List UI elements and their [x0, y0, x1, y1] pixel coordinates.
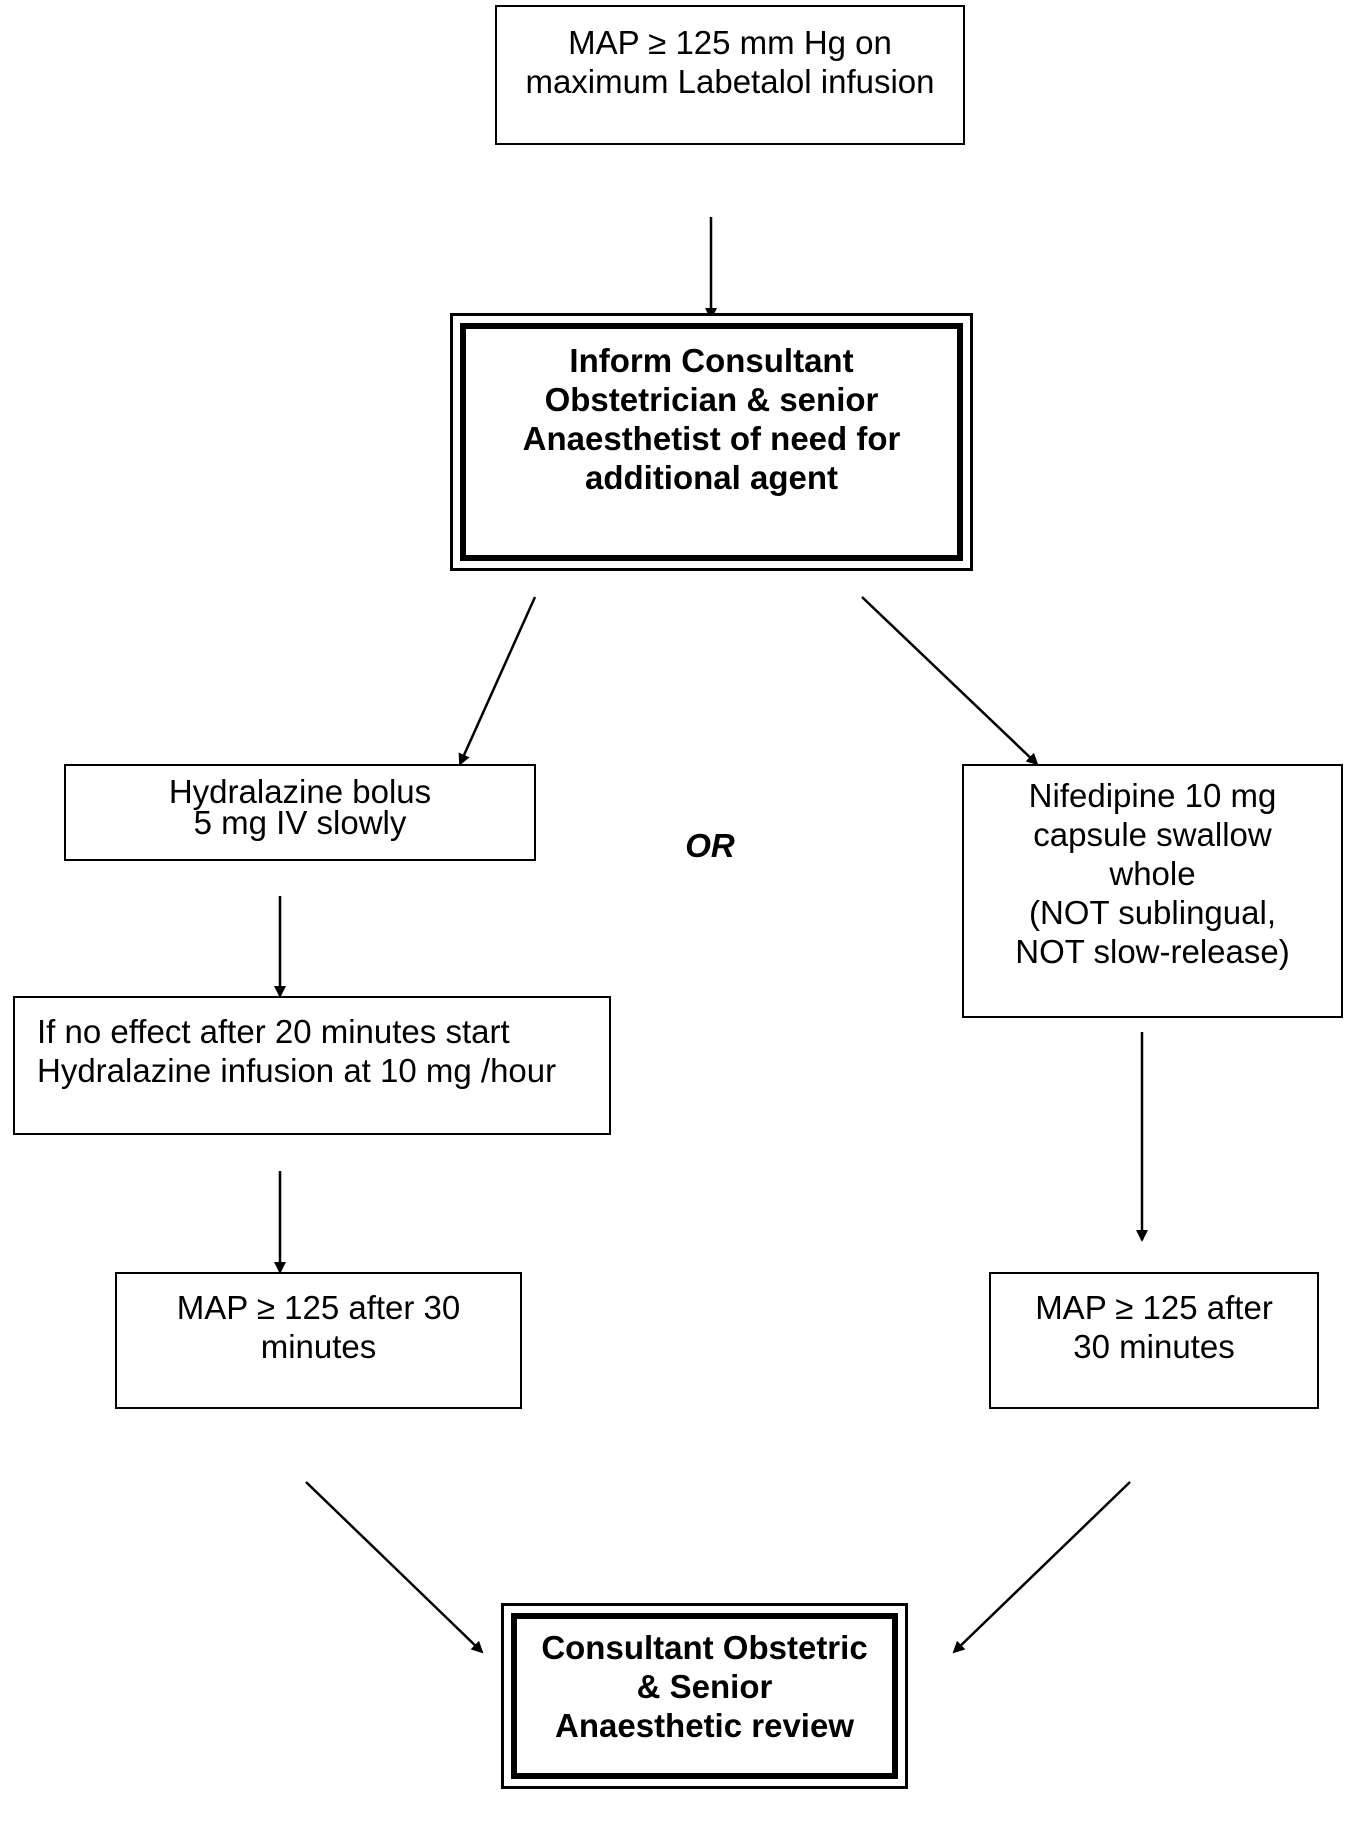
consultant-review-inner-border [511, 1613, 898, 1779]
consultant-review-box: Consultant Obstetric & Senior Anaestheti… [501, 1603, 908, 1789]
inform-consultant-inner-border [460, 323, 963, 561]
start-box: MAP ≥ 125 mm Hg on maximum Labetalol inf… [495, 5, 965, 145]
map-right-text: MAP ≥ 125 after 30 minutes [1035, 1289, 1273, 1365]
start-box-text: MAP ≥ 125 mm Hg on maximum Labetalol inf… [525, 24, 935, 100]
hydralazine-infusion-text: If no effect after 20 minutes start Hydr… [37, 1013, 557, 1089]
arrow-inform-to-hydralazine [458, 596, 537, 766]
inform-consultant-text: Inform Consultant Obstetrician & senior … [522, 342, 901, 496]
or-label: OR [685, 827, 735, 864]
inform-consultant-box: Inform Consultant Obstetrician & senior … [450, 313, 973, 571]
hydralazine-bolus-box: Hydralazine bolus 5 mg IV slowly [64, 764, 536, 861]
arrow-map-right-to-review [952, 1481, 1131, 1654]
arrow-map-left-to-review [305, 1481, 484, 1654]
map-left-box: MAP ≥ 125 after 30 minutes [115, 1272, 522, 1409]
nifedipine-text: Nifedipine 10 mg capsule swallow whole (… [1015, 777, 1290, 970]
hydralazine-bolus-text: Hydralazine bolus 5 mg IV slowly [168, 773, 432, 841]
map-left-text: MAP ≥ 125 after 30 minutes [176, 1289, 461, 1365]
hydralazine-infusion-box: If no effect after 20 minutes start Hydr… [13, 996, 611, 1135]
consultant-review-text: Consultant Obstetric & Senior Anaestheti… [541, 1629, 868, 1744]
map-right-box: MAP ≥ 125 after 30 minutes [989, 1272, 1319, 1409]
arrow-inform-to-nifedipine [861, 596, 1039, 766]
nifedipine-box: Nifedipine 10 mg capsule swallow whole (… [962, 764, 1343, 1018]
